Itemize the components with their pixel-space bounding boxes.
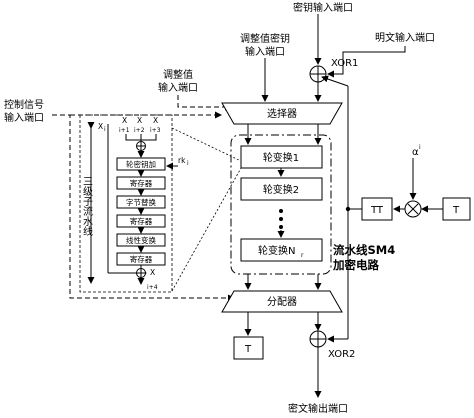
round-n-block: [240, 238, 323, 262]
adj-val-label-2: 输入端口: [158, 81, 198, 94]
distributor-label: 分配器: [267, 296, 297, 308]
xi2-label: X: [137, 116, 142, 125]
stage-reg-3-label: 寄存器: [130, 254, 153, 264]
rk-subscript: i: [187, 160, 189, 167]
stage-key-add-label: 轮密钥加: [126, 159, 156, 169]
zoom-line-bottom: [171, 167, 242, 292]
plaintext-input-label: 明文输入端口: [375, 31, 435, 44]
xi1-label: X: [122, 116, 127, 125]
adj-val-arrow: [177, 95, 232, 111]
ctrl-to-distributor: [52, 114, 235, 302]
selector-label: 选择器: [267, 107, 297, 120]
pipeline-frame: [79, 114, 173, 293]
round-n-label: 轮变换N: [258, 244, 295, 257]
xor2-label: XOR2: [328, 349, 355, 360]
plaintext-to-xor1-arrow: [327, 46, 406, 78]
t-bottom-block: [233, 336, 264, 360]
t-right-label: T: [452, 205, 460, 216]
round-n-subscript: r: [301, 252, 304, 259]
round-2-block: [240, 177, 323, 201]
ctrl-label-1: 控制信号: [4, 98, 44, 111]
tt-label: TT: [370, 205, 384, 216]
adj-key-label-2: 输入端口: [245, 45, 285, 58]
ciphertext-output-label: 密文输出端口: [288, 402, 348, 415]
xi3-label: X: [153, 116, 158, 125]
xi1-subscript: i+1: [119, 127, 130, 134]
xi4-label: X: [150, 268, 155, 277]
alpha-label: α: [412, 147, 419, 158]
round-1-label: 轮变换1: [263, 151, 299, 164]
stage-sbox-label: 字节替换: [126, 197, 156, 207]
zoom-line-top: [171, 127, 242, 162]
stage-linear-label: 线性变换: [126, 235, 156, 245]
xi3-subscript: i+3: [150, 127, 161, 134]
sm4-circuit-frame: [230, 134, 332, 275]
sm4-label-1: 流水线SM4: [333, 243, 395, 257]
key-input-label: 密钥输入端口: [293, 1, 353, 14]
sm4-label-2: 加密电路: [332, 258, 379, 272]
distributor-block: [221, 290, 343, 313]
stage-reg-2-label: 寄存器: [130, 216, 153, 226]
pipeline-label: 三级子流水线: [81, 176, 93, 236]
ctrl-label-2: 输入端口: [4, 111, 44, 124]
xor1-label: XOR1: [331, 58, 358, 69]
stage-reg-1-label: 寄存器: [130, 178, 153, 188]
xi-label: X: [98, 122, 103, 131]
rk-label: rk: [178, 156, 186, 165]
round-2-label: 轮变换2: [263, 183, 299, 196]
adj-val-label-1: 调整值: [163, 68, 193, 81]
adj-key-label-1: 调整值密钥: [240, 32, 290, 45]
t-bottom-label: T: [244, 344, 252, 355]
alpha-superscript: i: [419, 144, 421, 151]
xi2-subscript: i+2: [134, 127, 145, 134]
selector-block: [221, 102, 343, 125]
xi4-subscript: i+4: [147, 284, 158, 291]
xi-subscript: i: [104, 126, 106, 133]
